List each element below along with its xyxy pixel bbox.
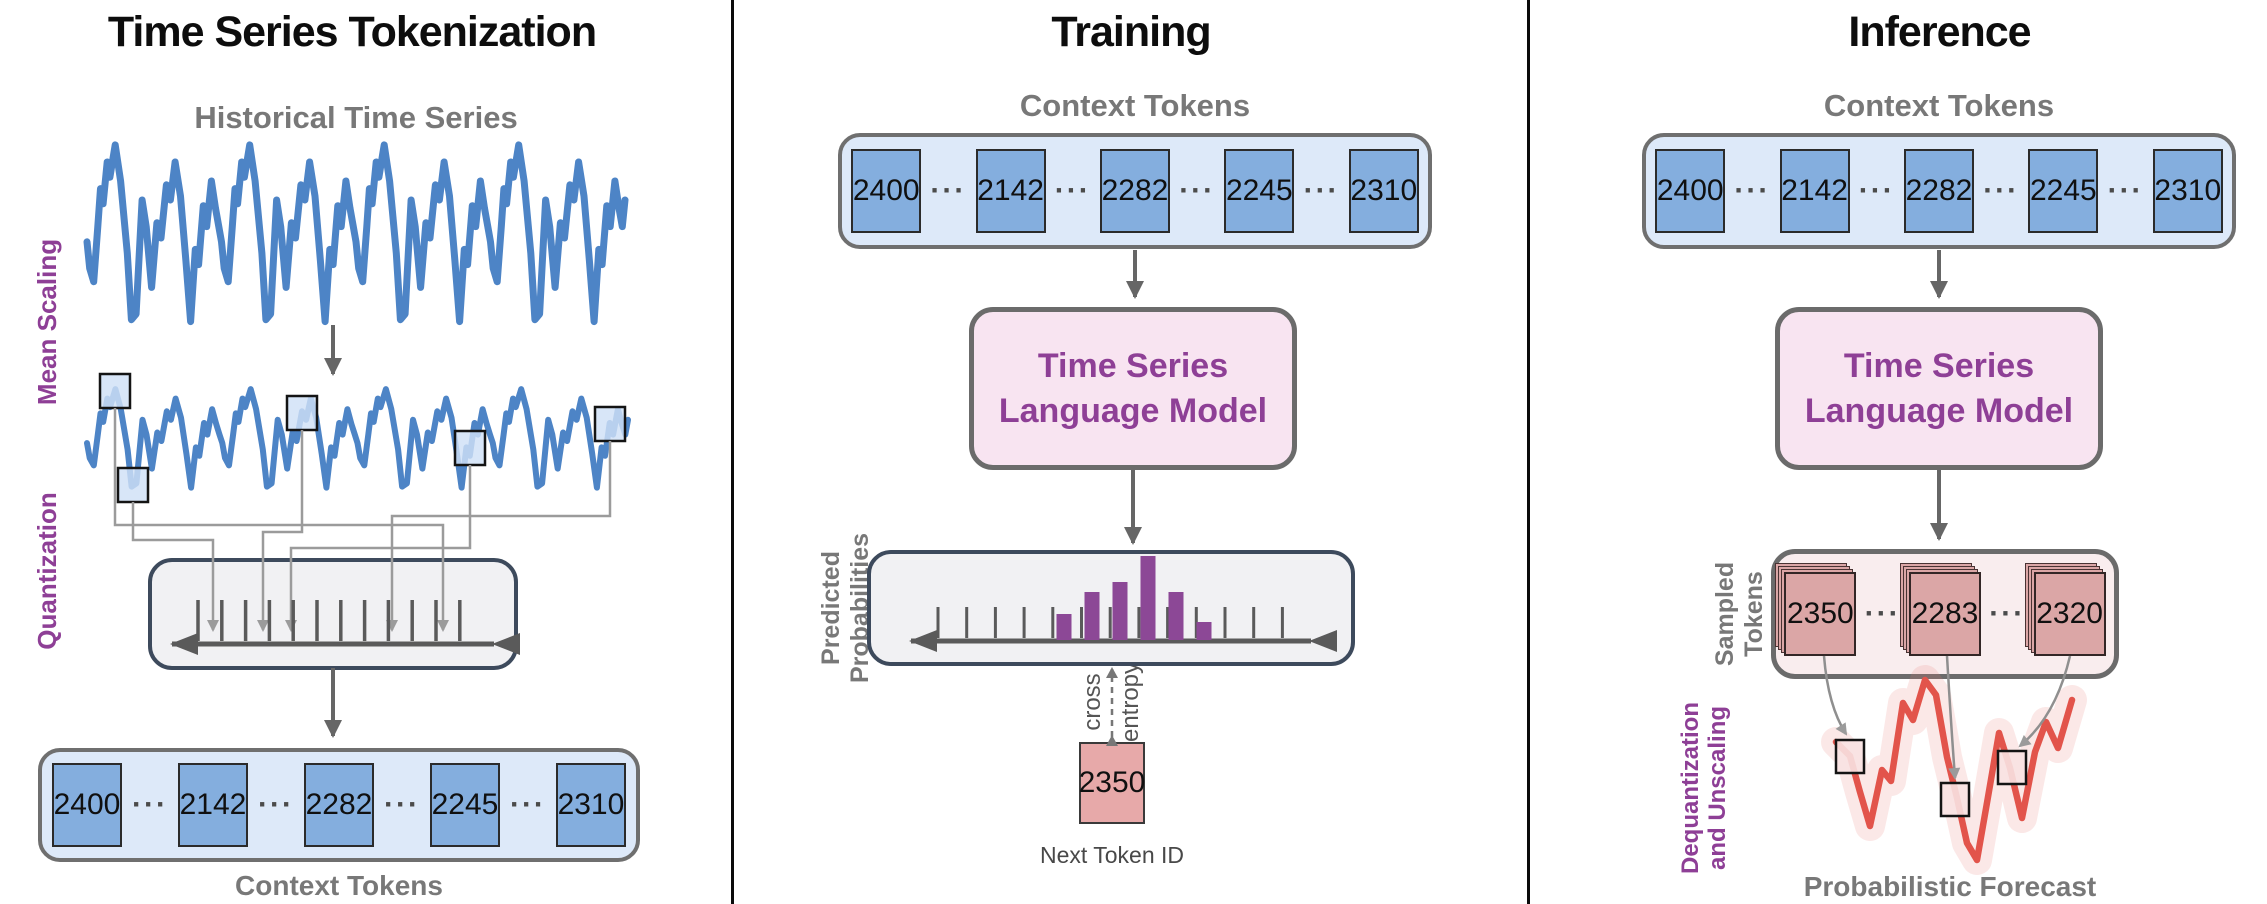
token: 2400 <box>1655 149 1726 233</box>
panel-divider-left <box>731 0 734 904</box>
context-tokens-container-tokenization: 2400 ··· 2142 ··· 2282 ··· 2245 ··· 2310 <box>38 748 640 862</box>
token: 2310 <box>1348 149 1419 233</box>
token: 2282 <box>1099 149 1170 233</box>
sampled-token: 2320 <box>2033 572 2106 656</box>
probability-bars <box>1056 556 1212 640</box>
model-label-line1: Time Series <box>1037 347 1229 386</box>
probabilistic-forecast-label: Probabilistic Forecast <box>1803 871 2097 902</box>
token: 2282 <box>1903 149 1974 233</box>
token: 2245 <box>1224 149 1295 233</box>
quantization-box <box>148 558 518 670</box>
token: 2310 <box>2152 149 2223 233</box>
sampled-token-stack: 2320 <box>2024 563 2106 656</box>
cross-entropy-label-line2: entropy <box>1117 661 1144 743</box>
sampled-tokens-label: Sampled Tokens <box>1711 561 1768 667</box>
ellipsis: ··· <box>509 788 546 821</box>
probability-ticks <box>936 607 1284 638</box>
forecast-sample-boxes <box>1834 738 2028 818</box>
historical-time-series-line <box>83 141 629 326</box>
sampled-token-stack: 2350 <box>1775 563 1857 656</box>
token: 2142 <box>975 149 1046 233</box>
ellipsis: ··· <box>257 788 294 821</box>
sampled-token: 2350 <box>1784 572 1857 656</box>
next-token-id-box: 2350 <box>1079 742 1145 824</box>
predicted-probabilities-label: Predicted Probabilities <box>817 532 874 684</box>
ellipsis: ··· <box>1858 174 1895 207</box>
scaled-time-series-line <box>84 386 631 491</box>
ellipsis: ··· <box>2107 174 2144 207</box>
probabilistic-forecast-line <box>1832 676 2076 864</box>
ellipsis: ··· <box>1983 174 2020 207</box>
tokenization-title: Time Series Tokenization <box>107 8 597 56</box>
token: 2142 <box>1779 149 1850 233</box>
cross-entropy-label-line1: cross <box>1079 673 1106 731</box>
sampled-token-stack: 2283 <box>1899 563 1981 656</box>
forecast-confidence-band <box>1821 665 2087 875</box>
token: 2142 <box>177 763 248 847</box>
token: 2245 <box>429 763 500 847</box>
historical-series-label: Historical Time Series <box>194 100 518 135</box>
next-token-id-caption: Next Token ID <box>1039 842 1185 868</box>
ellipsis: ··· <box>1303 174 1340 207</box>
quantization-ticks <box>196 600 462 641</box>
token: 2400 <box>52 763 122 847</box>
panel-divider-right <box>1527 0 1530 904</box>
quantization-label: Quantization <box>32 492 62 650</box>
time-series-language-model-training: Time Series Language Model <box>969 307 1297 470</box>
model-label-line2: Language Model <box>1804 391 2074 430</box>
token: 2282 <box>303 763 374 847</box>
context-tokens-caption: Context Tokens <box>235 870 443 901</box>
dequantization-label: Dequantization and Unscaling <box>1677 702 1731 874</box>
token: 2245 <box>2028 149 2099 233</box>
mean-scaling-label: Mean Scaling <box>32 238 62 406</box>
predicted-probabilities-box <box>867 550 1355 666</box>
inference-title: Inference <box>1848 8 2031 56</box>
ellipsis: ··· <box>1179 174 1216 207</box>
context-tokens-container-training: 2400 ··· 2142 ··· 2282 ··· 2245 ··· 2310 <box>838 133 1432 249</box>
sampled-tokens-container: 2350 ··· 2283 ··· 2320 <box>1771 549 2119 679</box>
ellipsis: ··· <box>930 174 967 207</box>
ellipsis: ··· <box>1864 597 1901 630</box>
token: 2310 <box>555 763 626 847</box>
inference-context-tokens-label: Context Tokens <box>1823 88 2055 123</box>
ellipsis: ··· <box>1734 174 1771 207</box>
token: 2400 <box>851 149 922 233</box>
ellipsis: ··· <box>1054 174 1091 207</box>
model-label-line1: Time Series <box>1843 347 2035 386</box>
training-title: Training <box>1051 8 1211 56</box>
context-tokens-container-inference: 2400 ··· 2142 ··· 2282 ··· 2245 ··· 2310 <box>1642 133 2236 249</box>
ellipsis: ··· <box>383 788 420 821</box>
ellipsis: ··· <box>1989 597 2026 630</box>
training-context-tokens-label: Context Tokens <box>1019 88 1251 123</box>
model-label-line2: Language Model <box>998 391 1268 430</box>
ellipsis: ··· <box>132 788 168 821</box>
time-series-language-model-inference: Time Series Language Model <box>1775 307 2103 470</box>
sample-highlight-boxes <box>98 372 627 504</box>
sampled-token: 2283 <box>1908 572 1981 656</box>
quantization-routing-lines <box>113 408 612 632</box>
